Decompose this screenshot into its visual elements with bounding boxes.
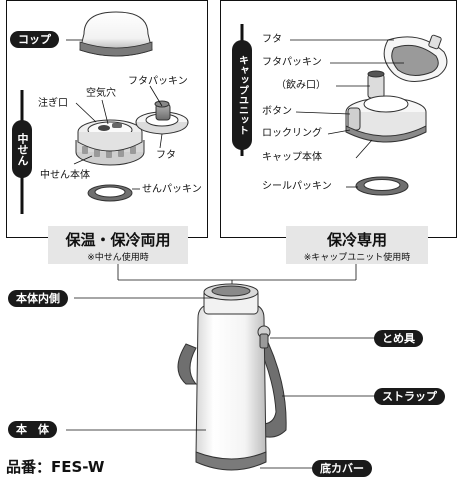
- lid-packing-label-left: フタパッキン: [128, 76, 188, 87]
- lock-ring-label: ロックリング: [262, 128, 322, 139]
- right-leaders: [290, 39, 404, 188]
- cap-body-label: キャップ本体: [262, 152, 322, 163]
- plug-lid-part: [135, 100, 189, 135]
- cold-mode-box: 保冷専用 ※キャップユニット使用時: [286, 226, 428, 264]
- lid-label-left: フタ: [156, 150, 176, 161]
- plug-packing-label: せんパッキン: [142, 184, 202, 195]
- cup-part: [79, 11, 153, 57]
- lid-label-right: フタ: [262, 34, 282, 45]
- cold-mode-title: 保冷専用: [326, 231, 387, 249]
- plug-body-label: 中せん本体: [40, 170, 90, 181]
- plug-packing-part: [87, 184, 133, 202]
- thermal-mode-title: 保温・保冷両用: [65, 231, 171, 249]
- plug-part: [75, 119, 145, 166]
- cup-tag: コップ: [10, 31, 59, 48]
- body-tag: 本 体: [8, 421, 57, 438]
- inner-body-tag: 本体内側: [8, 290, 68, 307]
- cap-body-part: [345, 70, 427, 143]
- seal-packing-label: シールパッキン: [262, 181, 332, 192]
- fastener-tag: とめ具: [374, 330, 423, 347]
- cap-lid-part: [383, 34, 448, 82]
- thermal-mode-note: ※中せん使用時: [87, 253, 149, 263]
- bottle-leaders: [66, 297, 376, 469]
- left-leaders: [73, 85, 163, 190]
- spout-label: 注ぎ口: [38, 98, 68, 109]
- seal-packing-part: [355, 176, 409, 196]
- strap-tag: ストラップ: [374, 388, 445, 405]
- bottle-part: [177, 283, 287, 471]
- cold-mode-note: ※キャップユニット使用時: [303, 253, 411, 263]
- plug-group-tag: 中せん: [12, 120, 32, 178]
- drinking-mouth-label: （飲み口）: [276, 80, 326, 91]
- button-label: ボタン: [262, 106, 292, 117]
- air-hole-label: 空気穴: [86, 88, 116, 99]
- lid-packing-label-right: フタパッキン: [262, 57, 322, 68]
- model-number: 品番：FES-W: [6, 458, 105, 476]
- thermal-mode-box: 保温・保冷両用 ※中せん使用時: [48, 226, 188, 264]
- bottom-cover-tag: 底カバー: [312, 460, 372, 477]
- cap-unit-group-tag: キャップユニット: [232, 40, 252, 150]
